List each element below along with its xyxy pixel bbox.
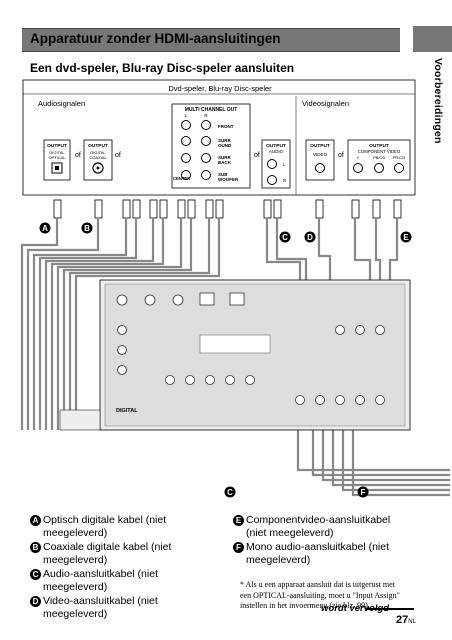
svg-text:B: B (84, 224, 90, 233)
svg-text:SUB: SUB (218, 172, 228, 177)
component-video-label: COMPONENT VIDEO (358, 149, 401, 154)
svg-text:OUTPUT: OUTPUT (310, 143, 330, 149)
receiver-digital-label: DIGITAL (116, 408, 138, 414)
video-out-label: VIDEO (313, 152, 328, 157)
coaxial-output-label: OUTPUT (88, 143, 108, 149)
component-output-panel (347, 139, 411, 181)
legend-item-a: A Optisch digitale kabel (niet meegeleve… (30, 514, 215, 540)
badge-e: E (233, 515, 244, 526)
center-label: CENTER (173, 176, 190, 181)
player-label: Dvd-speler, Blu-ray Disc-speler (168, 84, 272, 93)
svg-text:OUND: OUND (218, 143, 232, 148)
svg-text:Y: Y (357, 155, 360, 160)
or-text-1: of (75, 152, 81, 159)
page-title: Apparatuur zonder HDMI-aansluitingen (30, 31, 281, 46)
multi-channel-ports (181, 120, 211, 180)
cable-plugs (53, 199, 402, 219)
badge-f: F (233, 542, 244, 553)
or-text-4: of (338, 152, 344, 159)
badge-c: C (30, 569, 41, 580)
svg-text:DIGITAL: DIGITAL (90, 150, 106, 155)
audio-signals-label: Audiosignalen (38, 99, 85, 108)
or-text-3: of (254, 152, 260, 159)
svg-text:SURR: SURR (218, 138, 232, 143)
svg-text:C: C (227, 488, 233, 497)
optical-output-label: OUTPUT (47, 143, 67, 149)
svg-text:L: L (185, 113, 188, 118)
badge-b: B (30, 542, 41, 553)
svg-text:OUTPUT: OUTPUT (266, 143, 286, 149)
multi-channel-label: MULTI CHANNEL OUT (185, 107, 238, 113)
badge-d: D (30, 596, 41, 607)
svg-text:BACK: BACK (218, 160, 232, 165)
legend-right: E Componentvideo-aansluitkabel (niet mee… (233, 514, 413, 568)
video-signals-label: Videosignalen (302, 99, 349, 108)
svg-text:OUTPUT: OUTPUT (369, 143, 389, 149)
svg-text:E: E (403, 233, 409, 242)
legend-item-b: B Coaxiale digitale kabel (niet meegelev… (30, 541, 215, 567)
svg-text:PR/CR: PR/CR (393, 155, 406, 160)
side-tab (413, 26, 452, 52)
svg-text:WOOFER: WOOFER (218, 177, 239, 182)
audio-out-label: AUDIO (269, 149, 284, 154)
legend-left: A Optisch digitale kabel (niet meegeleve… (30, 514, 215, 622)
legend-item-f: F Mono audio-aansluitkabel (niet meegele… (233, 541, 413, 567)
badge-a: A (30, 515, 41, 526)
footnote: * Als u een apparaat aansluit dat is uit… (240, 580, 400, 610)
continued-label: wordt vervolgd (321, 603, 390, 614)
legend-item-c: C Audio-aansluitkabel (niet meegeleverd) (30, 568, 215, 594)
title-bar: Apparatuur zonder HDMI-aansluitingen (22, 28, 400, 52)
svg-text:F: F (361, 488, 366, 497)
svg-text:L: L (283, 162, 286, 167)
front-label: FRONT (218, 124, 234, 129)
svg-text:OPTICAL: OPTICAL (48, 155, 66, 160)
svg-text:R: R (204, 113, 208, 118)
page-number: 27NL (396, 614, 416, 626)
cables (20, 218, 450, 497)
svg-text:PB/CB: PB/CB (373, 155, 385, 160)
letter-badges: A B C D E C F (39, 222, 412, 498)
continued-line (366, 608, 414, 610)
svg-text:D: D (307, 233, 313, 242)
side-section-label: Voorbereidingen (432, 58, 444, 144)
svg-text:C: C (282, 233, 288, 242)
legend-item-d: D Video-aansluitkabel (niet meegeleverd) (30, 595, 215, 621)
svg-text:R: R (283, 178, 287, 183)
section-subtitle: Een dvd-speler, Blu-ray Disc-speler aans… (30, 61, 295, 75)
or-text-2: of (115, 152, 121, 159)
video-output-panel (305, 139, 335, 181)
svg-text:A: A (42, 224, 48, 233)
svg-text:DIGITAL: DIGITAL (49, 150, 65, 155)
page-lang: NL (408, 619, 416, 625)
svg-text:COAXIAL: COAXIAL (89, 155, 107, 160)
svg-text:SURR: SURR (218, 155, 232, 160)
legend-item-e: E Componentvideo-aansluitkabel (niet mee… (233, 514, 413, 540)
receiver-jacks (116, 292, 385, 405)
